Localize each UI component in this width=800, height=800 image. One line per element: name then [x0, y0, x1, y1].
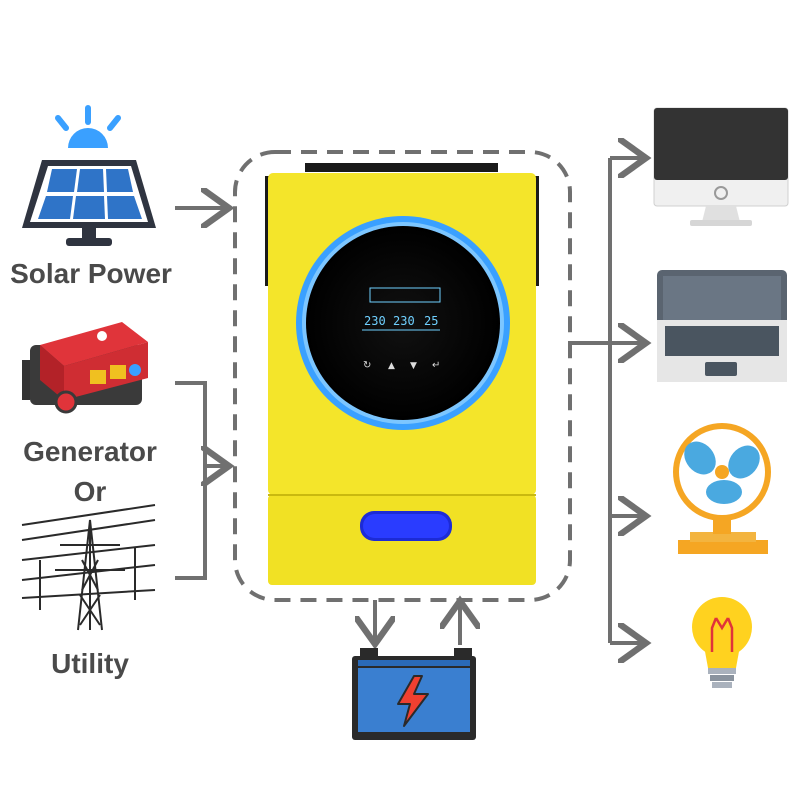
generator-label: Generator: [23, 436, 157, 467]
down-button-icon[interactable]: ▼: [410, 361, 417, 371]
lcd-reading-1: 230: [364, 314, 386, 328]
lcd-reading-2: 230: [393, 314, 415, 328]
solar-panel-icon: [22, 105, 156, 246]
monitor-icon: [653, 107, 789, 226]
generator-icon: [22, 322, 148, 414]
light-bulb-icon: [692, 597, 752, 688]
lcd-reading-3: 25: [424, 314, 438, 328]
lcd-display: 230 230 25: [362, 287, 441, 331]
return-button-icon[interactable]: ↻: [363, 360, 371, 371]
solar-power-label: Solar Power: [10, 258, 172, 289]
power-tower-icon: [21, 504, 156, 631]
laptop-icon: [657, 270, 787, 382]
battery-icon: [352, 648, 476, 740]
or-label: Or: [73, 476, 107, 507]
utility-label: Utility: [51, 648, 129, 679]
connector-arrows: [175, 158, 642, 645]
hybrid-inverter-icon: 230 230 25 ↻ ▲ ▼ ↵: [265, 163, 539, 585]
inverter-boundary: [233, 150, 572, 602]
enter-button-icon[interactable]: ↵: [432, 360, 440, 371]
fan-icon: [673, 423, 771, 554]
up-button-icon[interactable]: ▲: [388, 361, 395, 371]
